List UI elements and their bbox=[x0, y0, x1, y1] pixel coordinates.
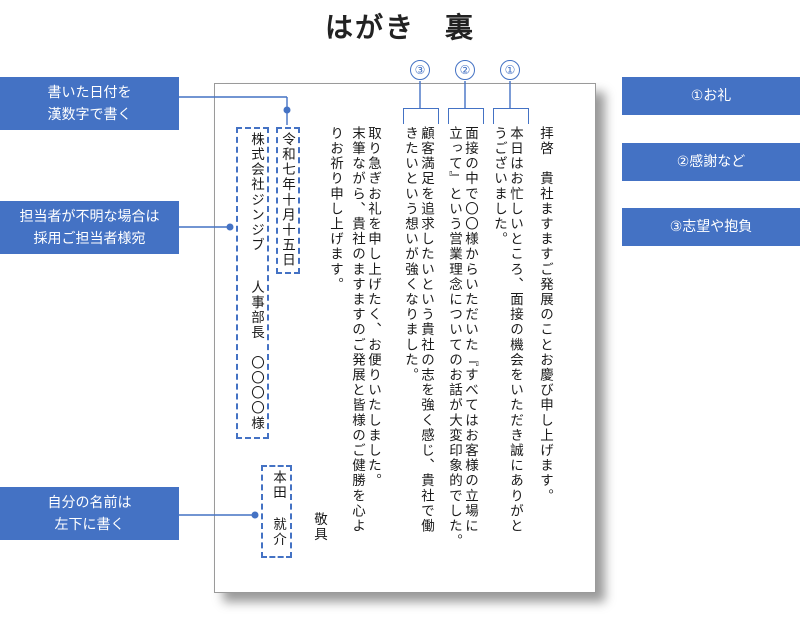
callout-recipient-text: 担当者が不明な場合は 採用ご担当者様宛 bbox=[19, 208, 160, 247]
callout-appreciation-text: ②感謝など bbox=[676, 154, 746, 170]
body-line-5: 顧客満足を追求したいという貴社の志を強く感じ、貴社で働 bbox=[418, 126, 434, 534]
body-line-1: 本日はお忙しいところ、面接の機会をいただき誠にありがと bbox=[507, 126, 523, 534]
sender-given-name: 就介 bbox=[270, 517, 286, 548]
callout-date-note: 書いた日付を 漢数字で書く bbox=[0, 77, 179, 130]
callout-name-note: 自分の名前は 左下に書く bbox=[0, 487, 179, 540]
sender-surname: 本田 bbox=[270, 470, 286, 501]
closing-line-3: りお祈り申し上げます。 bbox=[327, 126, 343, 293]
callout-thanks-text: ①お礼 bbox=[690, 88, 732, 104]
callout-appreciation: ②感謝など bbox=[622, 143, 800, 181]
marker-2: ② bbox=[455, 60, 475, 80]
body-line-4: 立って』という営業理念についてのお話が大変印象的でした。 bbox=[446, 126, 462, 549]
callout-date-text: 書いた日付を 漢数字で書く bbox=[47, 84, 132, 123]
section-2-bracket bbox=[448, 108, 484, 124]
callout-thanks: ①お礼 bbox=[622, 77, 800, 115]
marker-3: ③ bbox=[410, 60, 430, 80]
closing-line-1: 取り急ぎお礼を申し上げたく、お便りいたしました。 bbox=[365, 126, 381, 489]
callout-name-text: 自分の名前は 左下に書く bbox=[47, 494, 132, 533]
body-line-2: うございました。 bbox=[491, 126, 507, 247]
marker-1: ① bbox=[500, 60, 520, 80]
callout-aspiration: ③志望や抱負 bbox=[622, 208, 800, 246]
keigu-text: 敬具 bbox=[311, 512, 327, 543]
section-1-bracket bbox=[493, 108, 529, 124]
recipient-dash-box bbox=[236, 127, 269, 439]
body-line-3: 面接の中で〇〇様からいただいた『すべてはお客様の立場に bbox=[462, 126, 478, 534]
greeting-line: 拝啓 貴社ますますご発展のことお慶び申し上げます。 bbox=[537, 126, 553, 504]
callout-aspiration-text: ③志望や抱負 bbox=[669, 219, 753, 235]
page-title: はがき 裏 bbox=[324, 11, 475, 44]
recipient-person: 人事部長 〇〇〇〇様 bbox=[248, 280, 264, 431]
callout-recipient-note: 担当者が不明な場合は 採用ご担当者様宛 bbox=[0, 201, 179, 254]
recipient-company: 株式会社ジンジブ bbox=[248, 132, 264, 253]
date-text: 令和七年十月十五日 bbox=[279, 132, 295, 268]
section-3-bracket bbox=[403, 108, 439, 124]
date-dash-box bbox=[276, 127, 300, 274]
postcard-back: 拝啓 貴社ますますご発展のことお慶び申し上げます。 本日はお忙しいところ、面接の… bbox=[214, 83, 596, 593]
closing-line-2: 末筆ながら、貴社のますますのご発展と皆様のご健勝を心よ bbox=[349, 126, 365, 534]
sender-dash-box bbox=[261, 465, 292, 558]
body-line-6: きたいという想いが強くなりました。 bbox=[402, 126, 418, 383]
